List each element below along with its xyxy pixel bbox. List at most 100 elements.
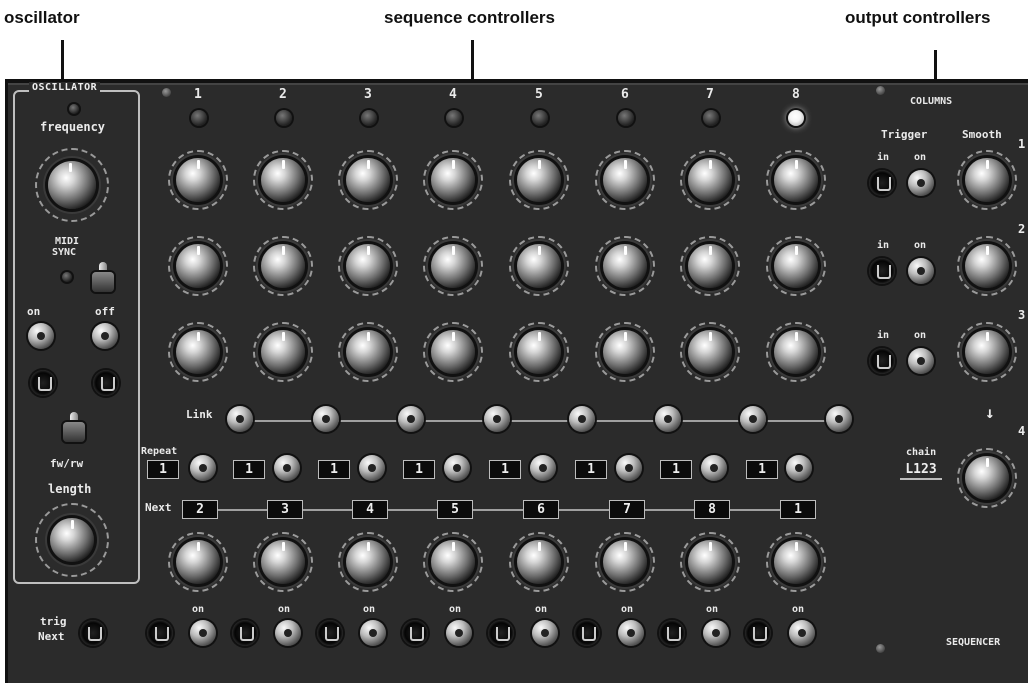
row3-knob-3[interactable] — [346, 330, 390, 374]
step-on-button-8[interactable] — [789, 620, 815, 646]
repeat-value-4[interactable]: 1 — [403, 460, 435, 479]
next-value-6[interactable]: 7 — [609, 500, 645, 519]
row1-knob-1[interactable] — [176, 158, 220, 202]
step-on-button-4[interactable] — [446, 620, 472, 646]
repeat-value-6[interactable]: 1 — [575, 460, 607, 479]
step-jack-7[interactable] — [659, 620, 685, 646]
row1-knob-5[interactable] — [517, 158, 561, 202]
column2-trigger-in-jack[interactable] — [869, 258, 895, 284]
link-button-3[interactable] — [398, 406, 424, 432]
repeat-button-8[interactable] — [786, 455, 812, 481]
osc-on-jack[interactable] — [30, 370, 56, 396]
osc-off-button[interactable] — [92, 323, 118, 349]
row1-knob-4[interactable] — [431, 158, 475, 202]
row1-knob-2[interactable] — [261, 158, 305, 202]
step-jack-6[interactable] — [574, 620, 600, 646]
frequency-knob[interactable] — [48, 161, 96, 209]
link-button-4[interactable] — [484, 406, 510, 432]
step-jack-1[interactable] — [147, 620, 173, 646]
step-on-button-1[interactable] — [190, 620, 216, 646]
next-value-8[interactable]: 1 — [780, 500, 816, 519]
row1-knob-8[interactable] — [774, 158, 818, 202]
column2-smooth-knob[interactable] — [965, 244, 1009, 288]
chain-knob[interactable] — [965, 456, 1009, 500]
repeat-value-1[interactable]: 1 — [147, 460, 179, 479]
link-button-8[interactable] — [826, 406, 852, 432]
repeat-value-5[interactable]: 1 — [489, 460, 521, 479]
link-button-6[interactable] — [655, 406, 681, 432]
column3-smooth-knob[interactable] — [965, 330, 1009, 374]
next-knob-3[interactable] — [346, 540, 390, 584]
step-jack-4[interactable] — [402, 620, 428, 646]
step-jack-8[interactable] — [745, 620, 771, 646]
row3-knob-4[interactable] — [431, 330, 475, 374]
step-on-button-3[interactable] — [360, 620, 386, 646]
direction-toggle[interactable] — [63, 412, 85, 442]
row3-knob-1[interactable] — [176, 330, 220, 374]
column2-trigger-on-button[interactable] — [908, 258, 934, 284]
link-button-1[interactable] — [227, 406, 253, 432]
repeat-value-2[interactable]: 1 — [233, 460, 265, 479]
row2-knob-2[interactable] — [261, 244, 305, 288]
row3-knob-7[interactable] — [688, 330, 732, 374]
chain-value[interactable]: L123 — [900, 461, 942, 480]
next-value-7[interactable]: 8 — [694, 500, 730, 519]
trig-next-jack[interactable] — [80, 620, 106, 646]
step-jack-5[interactable] — [488, 620, 514, 646]
step-on-button-6[interactable] — [618, 620, 644, 646]
column3-trigger-in-jack[interactable] — [869, 348, 895, 374]
next-value-1[interactable]: 2 — [182, 500, 218, 519]
row1-knob-7[interactable] — [688, 158, 732, 202]
length-knob[interactable] — [50, 518, 94, 562]
row3-knob-5[interactable] — [517, 330, 561, 374]
repeat-button-3[interactable] — [359, 455, 385, 481]
link-button-5[interactable] — [569, 406, 595, 432]
row2-knob-4[interactable] — [431, 244, 475, 288]
row2-knob-3[interactable] — [346, 244, 390, 288]
step-on-button-7[interactable] — [703, 620, 729, 646]
row1-knob-3[interactable] — [346, 158, 390, 202]
midi-sync-toggle[interactable] — [92, 262, 114, 292]
row2-knob-1[interactable] — [176, 244, 220, 288]
next-knob-2[interactable] — [261, 540, 305, 584]
row1-knob-6[interactable] — [603, 158, 647, 202]
repeat-button-2[interactable] — [274, 455, 300, 481]
step-jack-2[interactable] — [232, 620, 258, 646]
column3-trigger-on-button[interactable] — [908, 348, 934, 374]
next-knob-4[interactable] — [431, 540, 475, 584]
next-knob-7[interactable] — [688, 540, 732, 584]
row2-knob-6[interactable] — [603, 244, 647, 288]
row3-knob-6[interactable] — [603, 330, 647, 374]
link-button-2[interactable] — [313, 406, 339, 432]
next-knob-6[interactable] — [603, 540, 647, 584]
row2-knob-5[interactable] — [517, 244, 561, 288]
column1-trigger-on-button[interactable] — [908, 170, 934, 196]
osc-off-jack[interactable] — [93, 370, 119, 396]
osc-on-button[interactable] — [28, 323, 54, 349]
row3-knob-8[interactable] — [774, 330, 818, 374]
repeat-button-6[interactable] — [616, 455, 642, 481]
row3-knob-2[interactable] — [261, 330, 305, 374]
step-on-button-2[interactable] — [275, 620, 301, 646]
repeat-button-1[interactable] — [190, 455, 216, 481]
next-value-5[interactable]: 6 — [523, 500, 559, 519]
row2-knob-8[interactable] — [774, 244, 818, 288]
repeat-value-8[interactable]: 1 — [746, 460, 778, 479]
next-knob-1[interactable] — [176, 540, 220, 584]
repeat-value-7[interactable]: 1 — [660, 460, 692, 479]
repeat-button-5[interactable] — [530, 455, 556, 481]
next-knob-5[interactable] — [517, 540, 561, 584]
next-knob-8[interactable] — [774, 540, 818, 584]
link-button-7[interactable] — [740, 406, 766, 432]
next-value-2[interactable]: 3 — [267, 500, 303, 519]
column1-trigger-in-jack[interactable] — [869, 170, 895, 196]
next-value-3[interactable]: 4 — [352, 500, 388, 519]
repeat-button-4[interactable] — [444, 455, 470, 481]
column1-smooth-knob[interactable] — [965, 158, 1009, 202]
row2-knob-7[interactable] — [688, 244, 732, 288]
step-on-button-5[interactable] — [532, 620, 558, 646]
repeat-button-7[interactable] — [701, 455, 727, 481]
next-value-4[interactable]: 5 — [437, 500, 473, 519]
repeat-value-3[interactable]: 1 — [318, 460, 350, 479]
step-jack-3[interactable] — [317, 620, 343, 646]
